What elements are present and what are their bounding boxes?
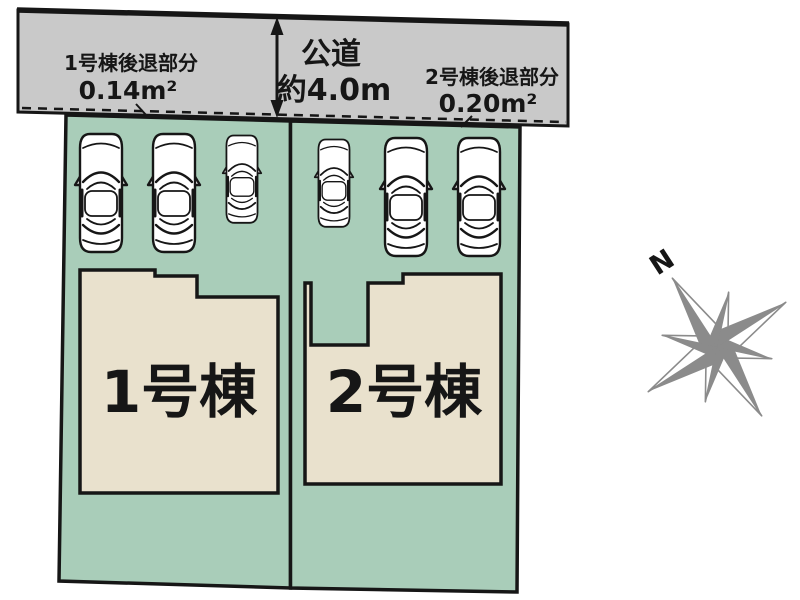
- compass-rose: N: [644, 244, 787, 417]
- building-2-label: 2号棟: [326, 358, 483, 426]
- car-top-view: [73, 132, 129, 254]
- setback-1-title: 1号棟後退部分: [64, 51, 198, 75]
- compass-north-label: N: [644, 244, 680, 282]
- road-top-edge: [16, 7, 570, 27]
- setback-1-leader-line: [135, 103, 148, 117]
- car-top-view: [221, 134, 263, 224]
- building-1-label: 1号棟: [101, 358, 258, 426]
- setback-2-leader-line: [460, 115, 473, 128]
- building-2-footprint: [303, 272, 503, 486]
- setback-2-title: 2号棟後退部分: [425, 65, 559, 89]
- road-width-arrow: [270, 17, 284, 118]
- road-name-label: 公道: [301, 37, 361, 72]
- setback-2-area: 0.20m²: [439, 89, 538, 118]
- car-top-view: [146, 132, 202, 254]
- car-top-view: [378, 136, 434, 258]
- car-top-view: [451, 136, 507, 258]
- setback-1-area: 0.14m²: [79, 76, 178, 105]
- car-top-view: [313, 138, 355, 228]
- building-1-footprint: [78, 268, 280, 495]
- road-boundary-dashed-line: [21, 106, 567, 124]
- road-width-label: 約4.0m: [277, 73, 391, 108]
- compass-dark-points: [648, 278, 786, 416]
